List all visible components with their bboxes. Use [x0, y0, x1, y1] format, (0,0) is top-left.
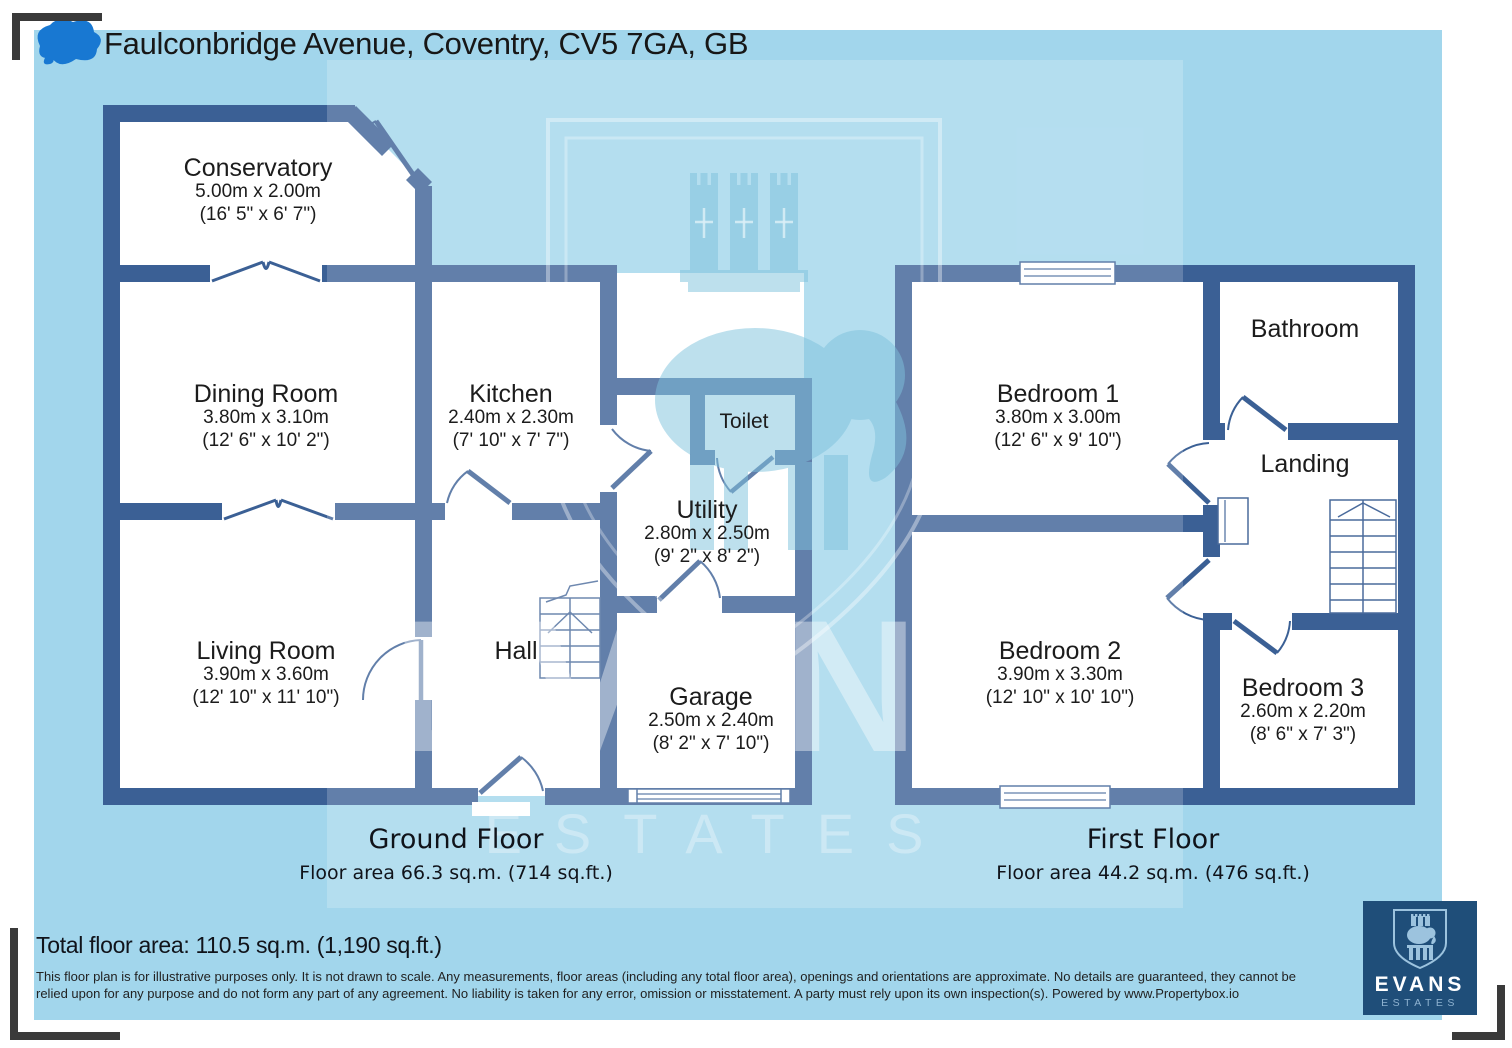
room-label-toilet: Toilet: [719, 410, 769, 433]
frame-corner-bottom-right-h: [1452, 1032, 1505, 1040]
watermark-shield: [546, 118, 942, 691]
room-label-garage: Garage 2.50m x 2.40m (8' 2" x 7' 10"): [648, 683, 774, 755]
room-label-kitchen: Kitchen 2.40m x 2.30m (7' 10" x 7' 7"): [448, 380, 574, 452]
room-label-conservatory: Conservatory 5.00m x 2.00m (16' 5" x 6' …: [183, 154, 333, 226]
garage-door-symbol: [627, 788, 791, 804]
bedroom1-window: [1019, 261, 1116, 285]
room-label-landing: Landing: [1260, 450, 1350, 478]
total-floor-area: Total floor area: 110.5 sq.m. (1,190 sq.…: [36, 932, 442, 958]
room-label-dining: Dining Room 3.80m x 3.10m (12' 6" x 10' …: [193, 380, 339, 452]
room-label-bedroom2: Bedroom 2 3.90m x 3.30m (12' 10" x 10' 1…: [985, 637, 1135, 709]
ground-floor-plan: [103, 105, 812, 816]
agency-logo-shield-icon: [1393, 909, 1447, 970]
first-floor-plan: [895, 261, 1415, 809]
room-label-utility: Utility 2.80m x 2.50m (9' 2" x 8' 2"): [644, 496, 770, 568]
room-label-bedroom1: Bedroom 1 3.80m x 3.00m (12' 6" x 9' 10"…: [994, 380, 1122, 452]
frame-corner-bottom-right-v: [1497, 985, 1505, 1040]
first-floor-doors: [1165, 395, 1291, 656]
hall-stairs: [539, 580, 601, 679]
landing-cupboard: [1217, 497, 1249, 545]
disclaimer-text: This floor plan is for illustrative purp…: [36, 969, 1297, 1001]
agency-logo-brand: EVANS: [1374, 973, 1466, 996]
first-floor-caption: First Floor Floor area 44.2 sq.m. (476 s…: [996, 824, 1310, 884]
agency-logo: EVANS ESTATES: [1363, 901, 1477, 1015]
redaction-blob: [37, 19, 101, 65]
agency-logo-tagline: ESTATES: [1381, 997, 1459, 1009]
page-title: Faulconbridge Avenue, Coventry, CV5 7GA,…: [104, 26, 749, 61]
frame-corner-top-left-v: [12, 13, 20, 60]
frame-corner-top-left-h: [12, 13, 102, 21]
bedroom2-window: [999, 785, 1111, 809]
room-label-living: Living Room 3.90m x 3.60m (12' 10" x 11'…: [192, 637, 340, 709]
room-label-hall: Hall: [494, 637, 538, 665]
ground-floor-caption: Ground Floor Floor area 66.3 sq.m. (714 …: [299, 824, 613, 884]
room-label-bedroom3: Bedroom 3 2.60m x 2.20m (8' 6" x 7' 3"): [1240, 674, 1366, 746]
landing-stairs: [1329, 499, 1397, 614]
frame-corner-bottom-left-h: [10, 1032, 120, 1040]
room-label-bathroom: Bathroom: [1250, 315, 1360, 343]
frame-corner-bottom-left-v: [10, 928, 18, 1040]
front-door-step: [472, 802, 530, 816]
